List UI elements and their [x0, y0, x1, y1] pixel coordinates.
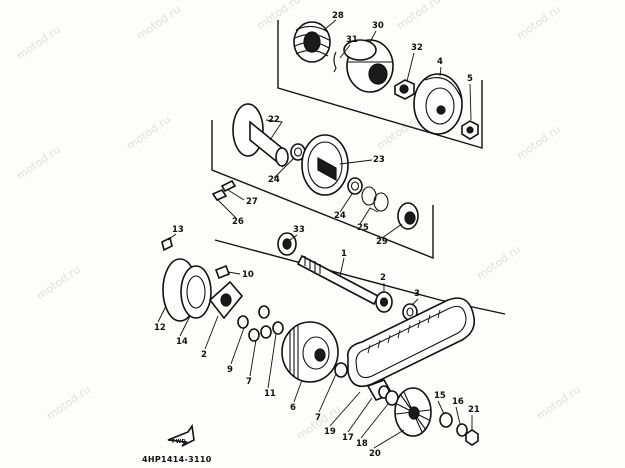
sheave-bearing [347, 177, 363, 195]
sheave-washer [439, 412, 453, 428]
spring-pin [333, 51, 337, 73]
callout-2: 2 [201, 350, 207, 360]
callout-23: 23 [373, 155, 385, 165]
callout-14: 14 [176, 337, 188, 347]
leader-lines [157, 19, 473, 449]
callout-24: 24 [334, 211, 346, 221]
watermark-text: motod.ru [44, 383, 93, 423]
callout-19: 19 [324, 427, 336, 437]
compression-spring [293, 21, 331, 63]
callout-33: 33 [293, 225, 305, 235]
callout-16: 16 [452, 397, 464, 407]
shaft-axis-frame [214, 239, 506, 315]
callout-5: 5 [467, 74, 473, 84]
watermark-text: motod.ru [474, 243, 523, 283]
upper-group-frame [277, 20, 483, 149]
callout-26: 26 [232, 217, 244, 227]
callout-2: 2 [380, 273, 386, 283]
callout-6: 6 [290, 403, 296, 413]
drive-nut [465, 429, 479, 446]
fwd-label: FWD [172, 439, 186, 445]
watermark-text: motod.ru [394, 0, 443, 32]
callout-7: 7 [315, 413, 321, 423]
shaft-bearing [277, 232, 297, 256]
secondary-fixed-sheave [232, 103, 289, 168]
plate-screw [161, 236, 173, 252]
callout-12: 12 [154, 323, 166, 333]
watermark-text: motod.ru [14, 143, 63, 183]
callout-10: 10 [242, 270, 254, 280]
primary-fixed-sheave [394, 387, 432, 437]
primary-slider [208, 280, 244, 320]
callout-31: 31 [346, 35, 358, 45]
diagram-code: 4HP1414-3110 [142, 455, 212, 464]
slider-guide [214, 264, 231, 280]
callout-numbers: 28 30 31 32 4 5 22 23 24 24 25 29 27 26 … [154, 11, 480, 459]
watermark-text: motod.ru [134, 3, 183, 43]
callout-3: 3 [414, 289, 420, 299]
callout-1: 1 [341, 249, 347, 259]
callout-29: 29 [376, 237, 388, 247]
cam-plate [180, 265, 212, 319]
sheave-collar [334, 362, 348, 378]
fwd-arrow-icon: FWD [167, 423, 195, 447]
v-belt [346, 297, 476, 388]
callout-11: 11 [264, 389, 276, 399]
callout-25: 25 [357, 223, 369, 233]
callout-21: 21 [468, 405, 480, 415]
callout-32: 32 [411, 43, 423, 53]
callout-28: 28 [332, 11, 344, 21]
clutch-housing [413, 73, 463, 135]
guide-pin [211, 188, 228, 202]
watermark-text: motod.ru [534, 383, 583, 423]
watermark-text: motod.ru [124, 113, 173, 153]
callout-18: 18 [356, 439, 368, 449]
sheave-nut [456, 423, 468, 437]
o-ring [373, 192, 389, 212]
secondary-sliding-sheave [301, 134, 349, 196]
callout-13: 13 [172, 225, 184, 235]
watermark-text: motod.ru [514, 123, 563, 163]
watermark-text: motod.ru [514, 3, 563, 43]
torque-cam [343, 39, 394, 93]
centrifugal-weights [237, 305, 284, 342]
callout-22: 22 [268, 115, 280, 125]
primary-sliding-shaft [296, 254, 380, 306]
callout-15: 15 [434, 391, 446, 401]
callout-9: 9 [227, 365, 233, 375]
callout-17: 17 [342, 433, 354, 443]
guide-collar [397, 202, 419, 230]
callout-27: 27 [246, 197, 258, 207]
callout-7: 7 [246, 377, 252, 387]
watermark-text: motod.ru [14, 23, 63, 63]
primary-sliding-sheave [281, 321, 339, 383]
guide-pin [220, 179, 237, 193]
callout-30: 30 [372, 21, 384, 31]
callout-4: 4 [437, 57, 443, 67]
callout-24: 24 [268, 175, 280, 185]
watermark-text: motod.ru [34, 263, 83, 303]
callout-20: 20 [369, 449, 381, 459]
sheave-group-frame [211, 120, 434, 260]
